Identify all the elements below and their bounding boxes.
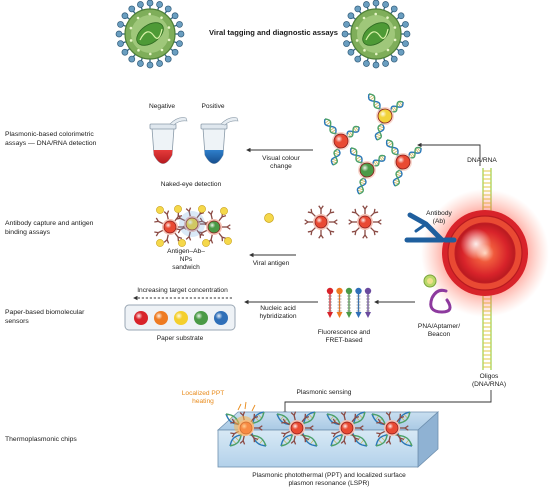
plasmonic-sensing-label: Plasmonic sensing xyxy=(296,389,352,396)
tube-negative xyxy=(149,117,188,164)
antibody-label: Antibody (Ab) xyxy=(426,210,452,225)
antibody-icon xyxy=(404,212,457,243)
arrows xyxy=(133,142,492,416)
dna-nanoparticle-cluster xyxy=(323,93,422,195)
virus-icon-left xyxy=(115,0,185,69)
chip-caption: Plasmonic photothermal (PPT) and localiz… xyxy=(252,472,406,487)
section-label-colorimetric: Plasmonic-based colorimetric assays — DN… xyxy=(5,131,97,147)
section-label-antibody: Antibody capture and antigen binding ass… xyxy=(5,220,94,236)
dna-rna-label: DNA/RNA xyxy=(467,157,497,164)
aptamer-icon xyxy=(429,288,452,314)
sandwich-label: Antigen–Ab– NPs sandwich xyxy=(167,248,205,271)
naked-eye-caption: Naked-eye detection xyxy=(160,181,222,188)
tube-label-negative: Negative xyxy=(148,103,176,110)
tube-positive xyxy=(200,117,239,164)
section-label-paper: Paper-based biomolecular sensors xyxy=(5,309,85,325)
visual-change-label: Visual colour change xyxy=(262,155,300,170)
central-nanoparticle xyxy=(421,189,549,317)
paper-substrate xyxy=(124,304,236,331)
paper-substrate-label: Paper substrate xyxy=(156,335,204,342)
tube-label-positive: Positive xyxy=(201,103,225,110)
fluorescence-label: Fluorescence and FRET-based xyxy=(317,329,371,344)
section-label-thermo: Thermoplasmonic chips xyxy=(5,436,77,443)
gold-nanoparticle-small xyxy=(423,274,437,288)
figure-title: Viral tagging and diagnostic assays xyxy=(209,28,338,37)
oligos-label: Oligos (DNA/RNA) xyxy=(471,373,507,388)
pna-label: PNA/Aptamer/ Beacon xyxy=(417,323,461,338)
ppt-heating-glow xyxy=(234,401,256,436)
fluorescence-probes xyxy=(326,287,372,318)
concentration-label: Increasing target concentration xyxy=(137,287,228,294)
antibody-row xyxy=(154,205,382,247)
viral-antigen-label: Viral antigen xyxy=(252,260,290,267)
ppt-heating-label: Localized PPT heating xyxy=(181,390,225,405)
virus-icon-right xyxy=(341,0,411,69)
hybridization-label: Nucleic acid hybridization xyxy=(259,305,297,320)
